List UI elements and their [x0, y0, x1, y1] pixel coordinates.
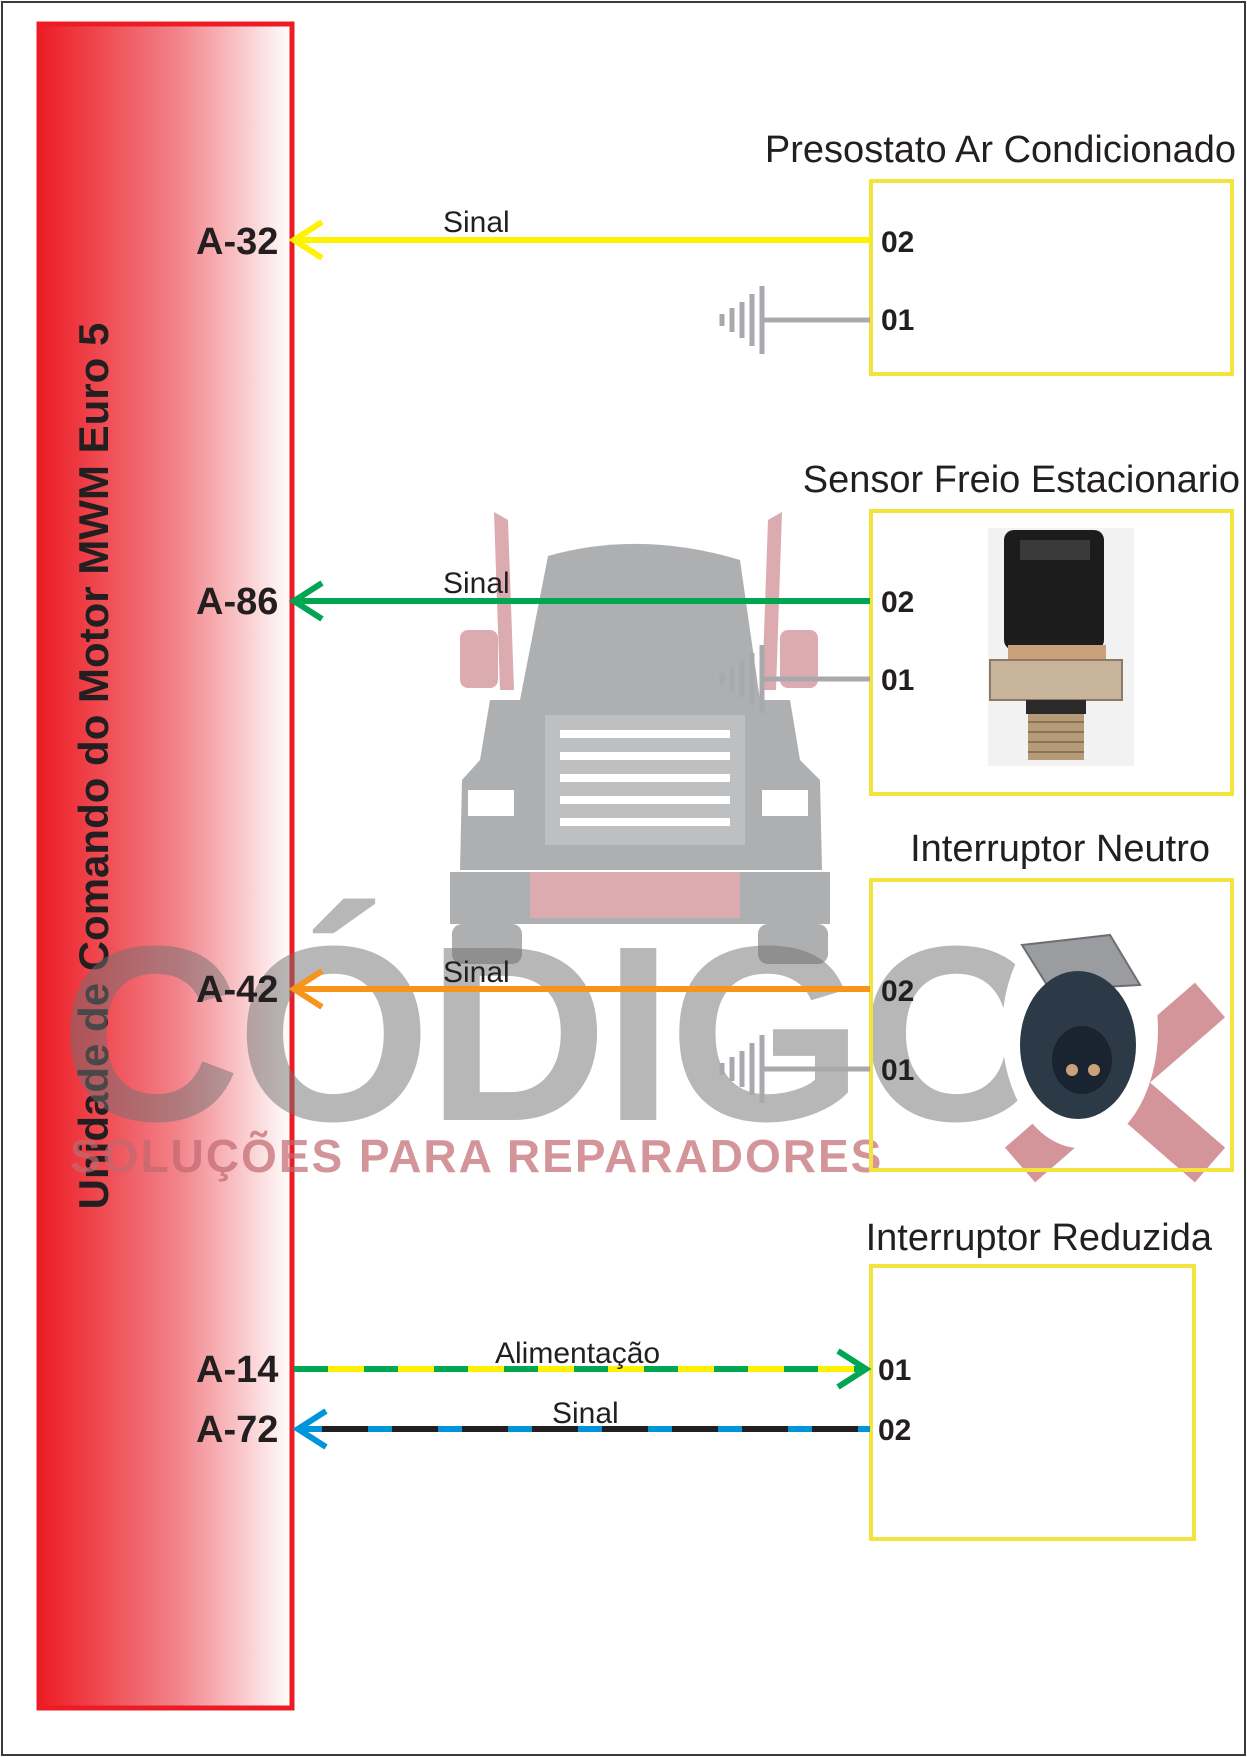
truck-grille-bars: [560, 730, 730, 826]
ecu-pin-label: A-72: [196, 1409, 278, 1451]
truck-mirror-right: [780, 630, 818, 688]
component-pin: 02: [881, 226, 914, 259]
ecu-block: Unidade de Comando do Motor MWM Euro 5: [36, 21, 295, 1711]
component-box: [869, 509, 1234, 796]
component-pin: 01: [881, 304, 914, 337]
component-pin: 02: [881, 975, 914, 1008]
wire-label: Sinal: [443, 956, 510, 989]
ground-symbol-1: [719, 286, 870, 354]
watermark-brand-text: CÓDIGO: [60, 894, 1050, 1173]
ecu-body: [36, 21, 295, 1711]
component-pin: 02: [878, 1414, 911, 1447]
arrow-head-left: [292, 1408, 328, 1450]
component-box: [869, 878, 1234, 1172]
switch-sensor-image: [1002, 912, 1158, 1148]
truck-cab: [520, 543, 760, 700]
truck-headlight-left: [468, 790, 514, 816]
component-freio: Sensor Freio Estacionario 02 01: [803, 459, 1240, 796]
component-presostato: Presostato Ar Condicionado 02 01: [765, 129, 1236, 376]
wire-label: Sinal: [552, 1397, 619, 1430]
component-box: [869, 1264, 1196, 1541]
component-pin: 01: [881, 664, 914, 697]
pressure-sensor-image: [988, 528, 1134, 766]
watermark-brand: CÓDIGO SOLUÇÕES PARA REPARADORES: [60, 894, 1226, 1183]
component-reduzida: Interruptor Reduzida 01 02: [866, 1217, 1213, 1541]
ecu-pin-label: A-14: [196, 1349, 278, 1391]
ecu-pin-label: A-42: [196, 969, 278, 1011]
arrow-head-right: [836, 1348, 872, 1390]
wire-label: Sinal: [443, 206, 510, 239]
arrow-head-left: [288, 968, 324, 1010]
truck-mirror-left: [460, 630, 498, 688]
component-pin: 01: [878, 1354, 911, 1387]
ecu-pin-label: A-86: [196, 581, 278, 623]
wires: [288, 219, 872, 1450]
component-title: Sensor Freio Estacionario: [803, 459, 1240, 501]
wire-label: Sinal: [443, 567, 510, 600]
component-pin: 02: [881, 586, 914, 619]
component-neutro: Interruptor Neutro 02 01: [869, 828, 1234, 1172]
ground-symbol-3: [719, 1035, 870, 1103]
truck-wheel-right: [758, 924, 828, 964]
ecu-pin-label: A-32: [196, 221, 278, 263]
ecu-title: Unidade de Comando do Motor MWM Euro 5: [70, 323, 117, 1210]
ground-symbol-2: [719, 645, 870, 713]
component-pin: 01: [881, 1054, 914, 1087]
arrow-head-left: [288, 219, 324, 261]
component-title: Interruptor Reduzida: [866, 1217, 1213, 1259]
watermark-tagline: SOLUÇÕES PARA REPARADORES: [70, 1130, 883, 1182]
arrow-head-left: [288, 580, 324, 622]
truck-bumper-plate: [530, 872, 740, 918]
truck-headlight-right: [762, 790, 808, 816]
wire-label: Alimentação: [495, 1337, 660, 1370]
component-title: Interruptor Neutro: [910, 828, 1210, 870]
component-box: [869, 179, 1234, 376]
truck-wheel-left: [452, 924, 522, 964]
component-title: Presostato Ar Condicionado: [765, 129, 1236, 171]
watermark-truck: [450, 512, 830, 964]
